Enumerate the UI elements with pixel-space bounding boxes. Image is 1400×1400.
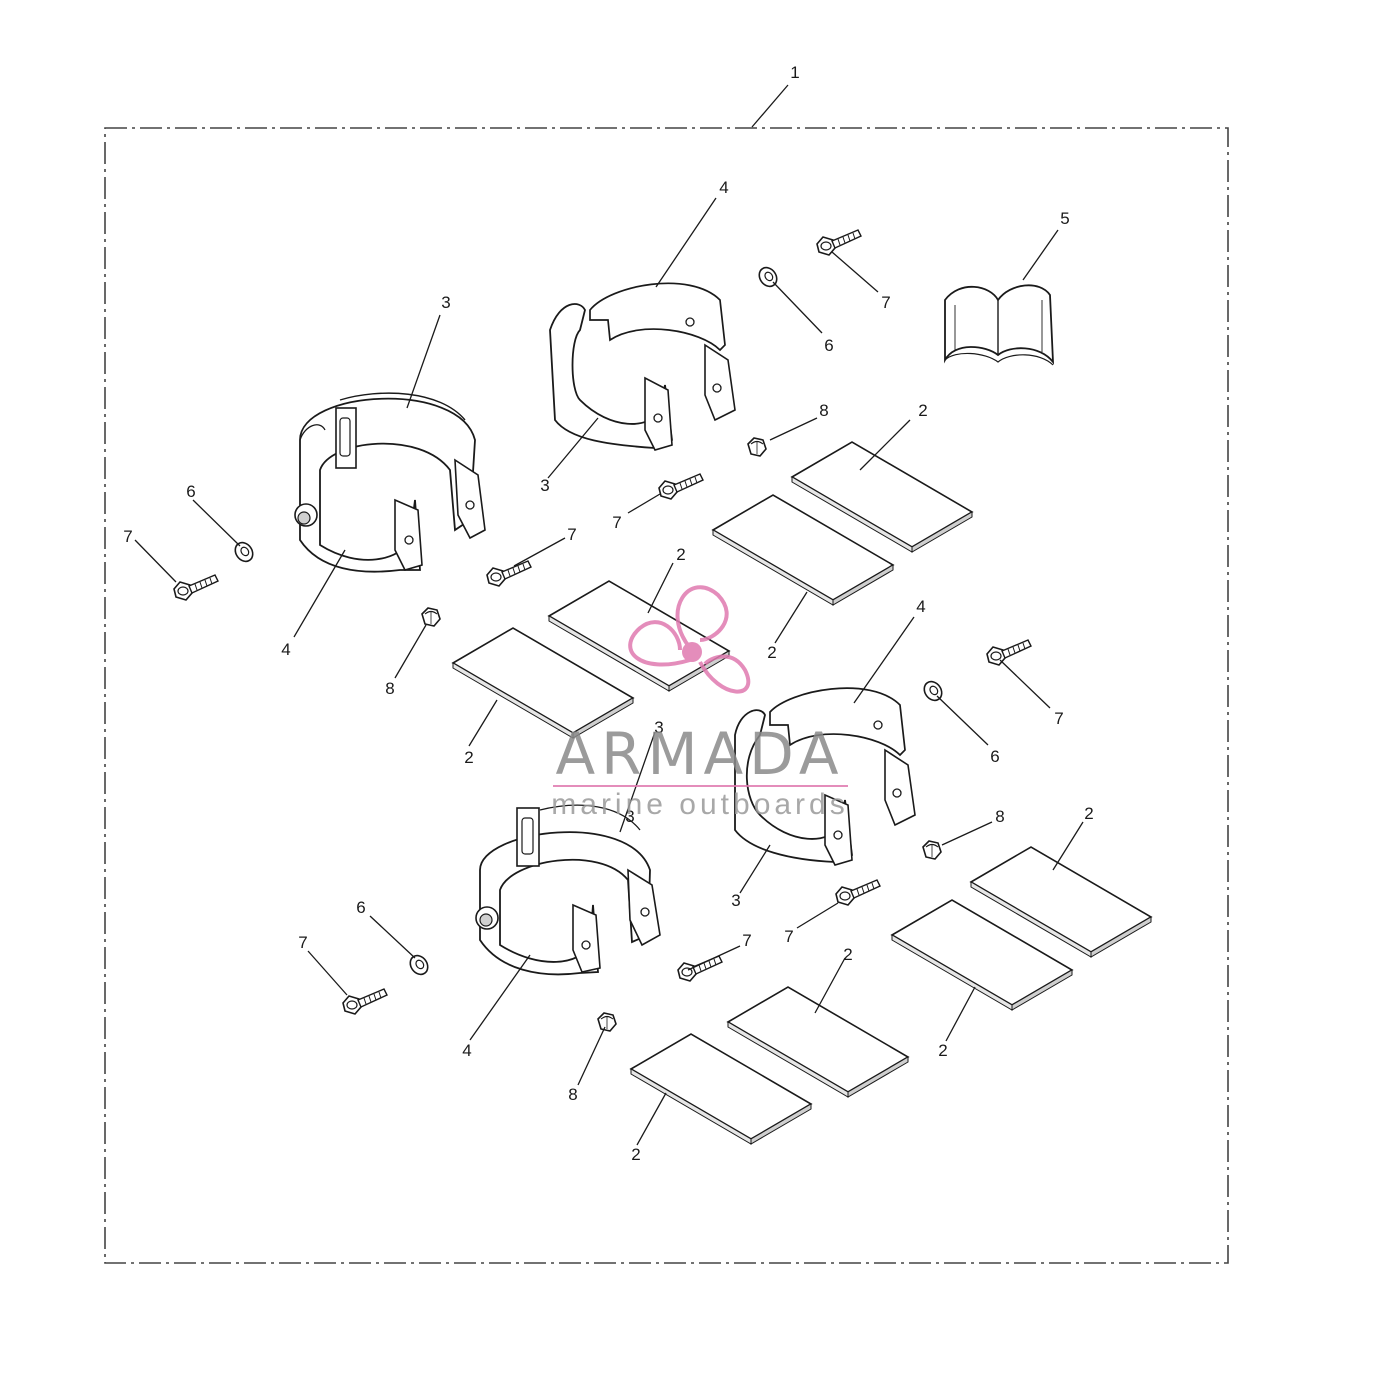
callout-labels: 1 2 2 2 2 2 2 2 2 3 3 3 3 3 4 4 4 4 5 6 … — [123, 63, 1093, 1164]
bolt — [816, 229, 862, 256]
callout-6: 6 — [824, 336, 833, 355]
propeller-logo-icon — [628, 585, 751, 694]
callout-2: 2 — [676, 545, 685, 564]
bolt — [173, 574, 219, 601]
callout-7: 7 — [123, 527, 132, 546]
callout-2: 2 — [938, 1041, 947, 1060]
rubber-liner — [944, 284, 1055, 366]
callout-7: 7 — [298, 933, 307, 952]
parts-layer — [173, 229, 1152, 1145]
callout-4: 4 — [916, 597, 925, 616]
clamp-assembly-lower-right — [734, 687, 916, 866]
callout-7: 7 — [881, 293, 890, 312]
callout-8: 8 — [995, 807, 1004, 826]
bolt — [677, 955, 723, 982]
callout-2: 2 — [918, 401, 927, 420]
callout-3: 3 — [731, 891, 740, 910]
callout-6: 6 — [990, 747, 999, 766]
callout-7: 7 — [784, 927, 793, 946]
bolt — [486, 560, 532, 587]
callout-7: 7 — [612, 513, 621, 532]
callout-3: 3 — [654, 718, 663, 737]
armada-watermark: ARMADA marine outboards — [551, 585, 848, 821]
kit-boundary — [104, 127, 1229, 1264]
watermark-subtitle: marine outboards — [551, 788, 848, 821]
callout-2: 2 — [1084, 804, 1093, 823]
clamp-assembly-upper-middle — [549, 282, 736, 451]
bolt — [658, 473, 704, 500]
callout-4: 4 — [462, 1041, 471, 1060]
clamp-assembly-upper-left — [294, 392, 486, 573]
washer — [405, 951, 433, 979]
callout-8: 8 — [385, 679, 394, 698]
bolt — [986, 639, 1032, 666]
callout-7: 7 — [1054, 709, 1063, 728]
callout-8: 8 — [568, 1085, 577, 1104]
bolt — [342, 988, 388, 1015]
callout-3: 3 — [540, 476, 549, 495]
nut — [922, 840, 942, 860]
callout-5: 5 — [1060, 209, 1069, 228]
callout-2: 2 — [631, 1145, 640, 1164]
callout-2: 2 — [767, 643, 776, 662]
washer — [230, 538, 258, 566]
callout-4: 4 — [719, 178, 728, 197]
callout-2: 2 — [464, 748, 473, 767]
bolt — [835, 879, 881, 906]
callout-3: 3 — [625, 807, 634, 826]
callout-1: 1 — [790, 63, 799, 82]
clamp-assembly-lower-left — [475, 804, 661, 976]
callout-7: 7 — [742, 931, 751, 950]
callout-2: 2 — [843, 945, 852, 964]
leader-lines — [134, 84, 1084, 1146]
nut — [597, 1012, 617, 1032]
nut — [421, 607, 441, 627]
callout-8: 8 — [819, 401, 828, 420]
callout-7: 7 — [567, 525, 576, 544]
callout-6: 6 — [186, 482, 195, 501]
callout-3: 3 — [441, 293, 450, 312]
watermark-title: ARMADA — [555, 720, 844, 788]
callout-4: 4 — [281, 640, 290, 659]
callout-6: 6 — [356, 898, 365, 917]
nut — [747, 437, 767, 457]
